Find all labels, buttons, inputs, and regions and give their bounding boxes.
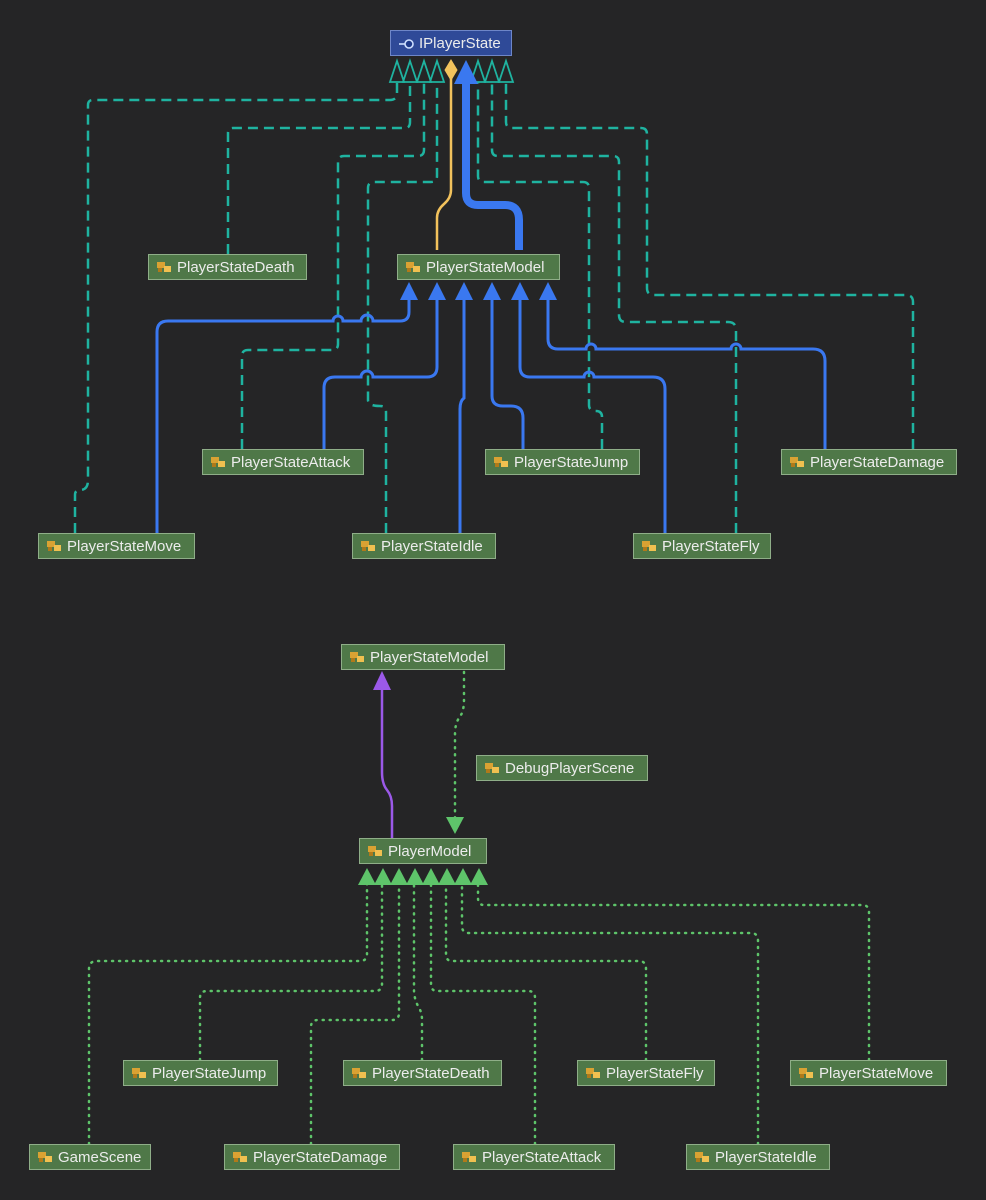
class-node-playerstatedeath-2[interactable]: PlayerStateDeath xyxy=(343,1060,502,1086)
node-label: GameScene xyxy=(58,1148,142,1166)
node-label: PlayerStateAttack xyxy=(482,1148,602,1166)
node-label: PlayerStateJump xyxy=(514,453,629,471)
class-node-playerstatedeath[interactable]: PlayerStateDeath xyxy=(148,254,307,280)
node-label: PlayerStateDamage xyxy=(810,453,945,471)
edge-jump-to-iplayerstate xyxy=(476,82,604,449)
edge-jump-depends xyxy=(198,882,384,1062)
node-label: PlayerStateFly xyxy=(662,537,760,555)
class-icon xyxy=(368,846,382,856)
edge-model-to-iplayerstate xyxy=(462,80,523,250)
edge-fly-to-iplayerstate xyxy=(490,82,738,533)
edge-attack-to-model xyxy=(322,296,439,449)
edge-model-depends-playermodel xyxy=(453,670,466,820)
dependency-arrowheads xyxy=(358,868,488,885)
edge-move-to-iplayerstate xyxy=(73,82,399,533)
class-node-playerstatemodel-2[interactable]: PlayerStateModel xyxy=(341,644,505,670)
class-icon xyxy=(799,1068,813,1078)
edge-idle-to-model xyxy=(458,296,466,533)
edge-playermodel-to-model xyxy=(380,688,394,838)
class-icon xyxy=(695,1152,709,1162)
edge-move-depends xyxy=(476,882,871,1062)
class-icon xyxy=(361,541,375,551)
edge-model-composition xyxy=(435,78,453,250)
node-label: PlayerStateDeath xyxy=(177,258,295,276)
edge-idle-to-iplayerstate xyxy=(366,82,439,533)
inheritance-arrowheads xyxy=(400,282,557,300)
realization-arrowheads xyxy=(388,58,515,83)
node-label: PlayerStateDamage xyxy=(253,1148,388,1166)
node-label: PlayerStateIdle xyxy=(715,1148,817,1166)
inheritance-edges xyxy=(155,296,827,533)
dependency-arrowhead-playermodel xyxy=(446,817,464,834)
class-icon xyxy=(211,457,225,467)
class-node-playerstatejump[interactable]: PlayerStateJump xyxy=(485,449,640,475)
class-icon xyxy=(47,541,61,551)
class-node-playerstatedamage-2[interactable]: PlayerStateDamage xyxy=(224,1144,400,1170)
realization-edges xyxy=(73,82,915,533)
class-icon xyxy=(352,1068,366,1078)
class-icon xyxy=(642,541,656,551)
class-icon xyxy=(132,1068,146,1078)
node-label: PlayerStateFly xyxy=(606,1064,704,1082)
class-icon xyxy=(350,652,364,662)
class-node-gamescene[interactable]: GameScene xyxy=(29,1144,151,1170)
class-node-playerstateidle[interactable]: PlayerStateIdle xyxy=(352,533,496,559)
node-label: DebugPlayerScene xyxy=(505,759,635,777)
node-label: IPlayerState xyxy=(419,34,501,52)
edge-gamescene-depends xyxy=(87,882,369,1146)
edge-damage-to-model xyxy=(546,296,827,449)
edge-damage-depends xyxy=(309,882,401,1146)
node-label: PlayerStateJump xyxy=(152,1064,267,1082)
edge-jump-to-model xyxy=(490,296,525,449)
node-label: PlayerStateModel xyxy=(426,258,545,276)
class-node-debugplayerscene[interactable]: DebugPlayerScene xyxy=(476,755,648,781)
edge-death-depends xyxy=(412,882,424,1062)
edge-damage-to-iplayerstate xyxy=(504,82,915,449)
model-generalization-arrowhead xyxy=(454,60,478,84)
edge-fly-to-model xyxy=(518,296,667,533)
class-icon xyxy=(233,1152,247,1162)
node-label: PlayerStateMove xyxy=(67,537,182,555)
dependency-edges xyxy=(87,882,871,1146)
edge-move-to-model xyxy=(155,296,411,533)
node-label: PlayerStateAttack xyxy=(231,453,351,471)
class-icon xyxy=(494,457,508,467)
node-label: PlayerStateDeath xyxy=(372,1064,490,1082)
class-node-playerstatefly-2[interactable]: PlayerStateFly xyxy=(577,1060,715,1086)
node-label: PlayerModel xyxy=(388,842,472,860)
edge-attack-to-iplayerstate xyxy=(240,82,426,449)
association-arrowhead xyxy=(373,671,391,690)
iplayerstate-node[interactable]: IPlayerState xyxy=(390,30,512,56)
class-node-playerstatejump-2[interactable]: PlayerStateJump xyxy=(123,1060,278,1086)
interface-icon xyxy=(399,39,414,49)
class-node-playerstatedamage[interactable]: PlayerStateDamage xyxy=(781,449,957,475)
edge-attack-depends xyxy=(429,882,537,1146)
class-icon xyxy=(485,763,499,773)
class-node-playermodel[interactable]: PlayerModel xyxy=(359,838,487,864)
class-icon xyxy=(157,262,171,272)
class-icon xyxy=(406,262,420,272)
edge-death-to-iplayerstate xyxy=(226,82,412,254)
class-node-playerstatemove[interactable]: PlayerStateMove xyxy=(38,533,195,559)
class-node-playerstatemodel[interactable]: PlayerStateModel xyxy=(397,254,560,280)
class-node-playerstateattack-2[interactable]: PlayerStateAttack xyxy=(453,1144,615,1170)
node-label: PlayerStateIdle xyxy=(381,537,483,555)
class-icon xyxy=(38,1152,52,1162)
class-node-playerstatemove-2[interactable]: PlayerStateMove xyxy=(790,1060,947,1086)
node-label: PlayerStateMove xyxy=(819,1064,934,1082)
class-icon xyxy=(462,1152,476,1162)
class-icon xyxy=(586,1068,600,1078)
class-icon xyxy=(790,457,804,467)
class-node-playerstateattack[interactable]: PlayerStateAttack xyxy=(202,449,364,475)
composition-diamond xyxy=(444,59,458,81)
class-node-playerstatefly[interactable]: PlayerStateFly xyxy=(633,533,771,559)
node-label: PlayerStateModel xyxy=(370,648,489,666)
edge-fly-depends xyxy=(444,882,648,1062)
class-node-playerstateidle-2[interactable]: PlayerStateIdle xyxy=(686,1144,830,1170)
edge-idle-depends xyxy=(460,882,760,1146)
